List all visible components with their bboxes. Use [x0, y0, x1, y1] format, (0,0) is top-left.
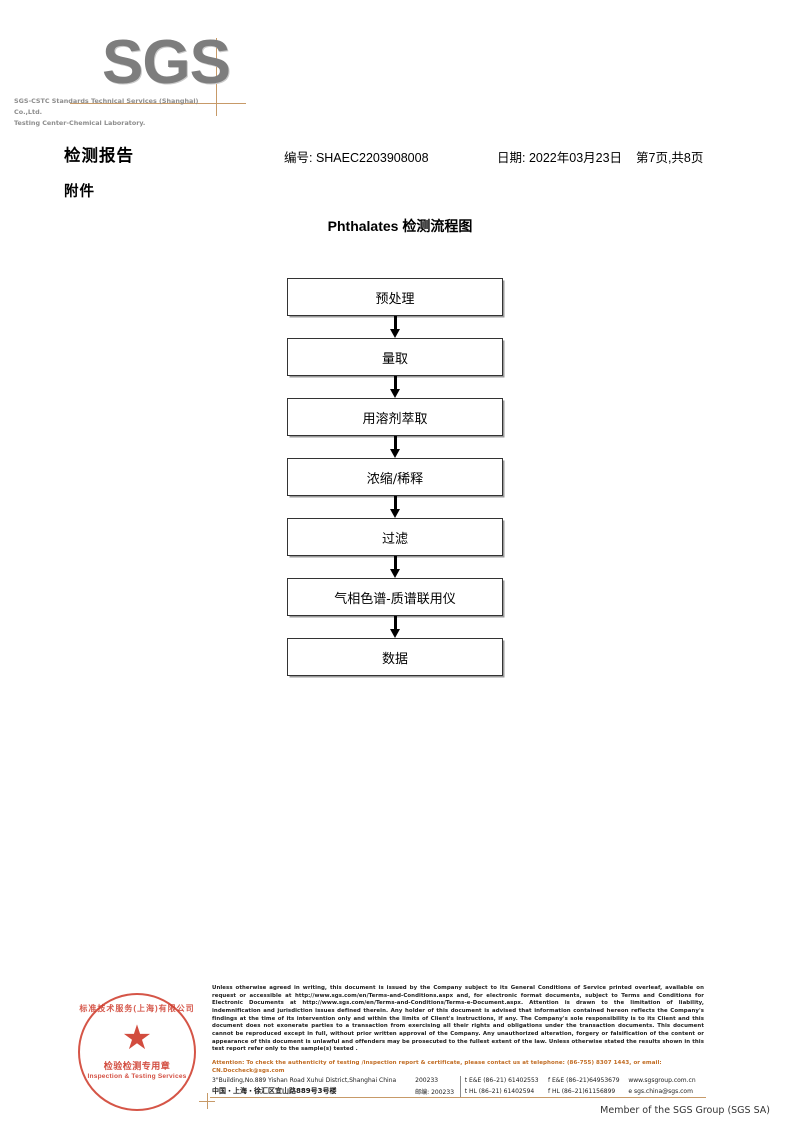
- registration-mark-horizontal: [199, 1101, 215, 1102]
- flow-step: 预处理: [287, 278, 503, 316]
- table-row: 3"Building,No.889 Yishan Road Xuhui Dist…: [212, 1076, 704, 1085]
- member-line: Member of the SGS Group (SGS SA): [600, 1105, 770, 1116]
- flow-step: 量取: [287, 338, 503, 376]
- flow-step: 过滤: [287, 518, 503, 556]
- tel-ee-2: f E&E (86–21)64953679: [547, 1077, 620, 1084]
- flow-arrow-icon: [287, 376, 503, 398]
- flowchart-title: Phthalates 检测流程图: [327, 218, 473, 234]
- attention-notice: Attention: To check the authenticity of …: [212, 1060, 662, 1075]
- seal-en-label: Inspection & Testing Services: [87, 1073, 187, 1080]
- footer-rule: [210, 1097, 706, 1098]
- table-row: 中国・上海・徐汇区宜山路889号3号楼 邮编: 200233 t HL (86–…: [212, 1085, 704, 1097]
- flow-arrow-icon: [287, 316, 503, 338]
- seal-company-line-1: SGS-CSTC Standards Technical Services (S…: [14, 97, 199, 117]
- tel-hl-1: t HL (86–21) 61402594: [459, 1085, 548, 1097]
- zip-en: 200233: [415, 1077, 439, 1084]
- flow-arrow-icon: [287, 556, 503, 578]
- flow-arrow-icon: [287, 616, 503, 638]
- seal-cn-label: 检验检测专用章: [103, 1061, 171, 1071]
- logo-wordmark: SGS: [102, 28, 231, 97]
- contact-table: 3"Building,No.889 Yishan Road Xuhui Dist…: [212, 1076, 704, 1097]
- page-footer: Unless otherwise agreed in writing, this…: [0, 975, 800, 1131]
- seal-company-line-2: Testing Center-Chemical Laboratory.: [14, 119, 146, 128]
- page-title: 检测报告: [64, 147, 134, 165]
- tel-ee-1: t E&E (86–21) 61402553: [459, 1076, 548, 1085]
- tel-hl-2: f HL (86–21)61156899: [547, 1087, 616, 1095]
- star-icon: ★: [121, 1019, 153, 1057]
- flow-step: 数据: [287, 638, 503, 676]
- report-number: 编号: SHAEC2203908008: [284, 151, 429, 165]
- official-seal: 标准技术服务(上海)有限公司 ★ 检验检测专用章 Inspection & Te…: [78, 993, 196, 1111]
- flowchart: 预处理 量取 用溶剂萃取 浓缩/稀释 过滤 气相色谱-质谱联用仪 数据: [287, 278, 503, 676]
- flow-step: 浓缩/稀释: [287, 458, 503, 496]
- flow-arrow-icon: [287, 436, 503, 458]
- page-counter: 第7页,共8页: [636, 151, 704, 165]
- flow-step: 气相色谱-质谱联用仪: [287, 578, 503, 616]
- website[interactable]: www.sgsgroup.com.cn: [628, 1077, 696, 1084]
- seal-company-name: SGS-CSTC Standards Technical Services (S…: [14, 96, 204, 130]
- logo-horizontal-rule: [70, 103, 246, 104]
- flow-arrow-icon: [287, 496, 503, 518]
- address-en: 3"Building,No.889 Yishan Road Xuhui Dist…: [212, 1077, 397, 1084]
- email[interactable]: e sgs.china@sgs.com: [628, 1087, 693, 1095]
- address-cn: 中国・上海・徐汇区宜山路889号3号楼: [212, 1087, 337, 1095]
- legal-disclaimer: Unless otherwise agreed in writing, this…: [212, 985, 704, 1053]
- zip-cn: 邮编: 200233: [415, 1088, 455, 1096]
- logo-vertical-rule: [216, 38, 217, 116]
- sgs-logo: SGS: [70, 32, 270, 118]
- seal-arc-text: 标准技术服务(上海)有限公司: [79, 1004, 195, 1013]
- seal-ring: [78, 993, 196, 1111]
- flow-step: 用溶剂萃取: [287, 398, 503, 436]
- report-date: 日期: 2022年03月23日: [497, 151, 623, 165]
- page-subtitle: 附件: [64, 184, 95, 200]
